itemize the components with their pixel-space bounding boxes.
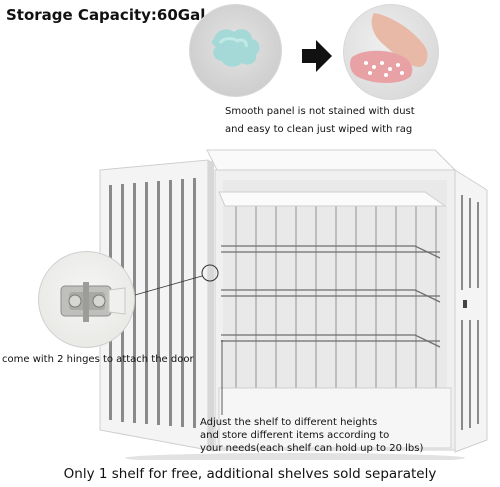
storage-cabinet-illustration bbox=[99, 149, 488, 460]
dust-stain-closeup bbox=[189, 4, 282, 97]
clean-caption-line2: and easy to clean just wiped with rag bbox=[225, 124, 413, 135]
hinge-closeup bbox=[38, 251, 135, 348]
dust-stain-illustration bbox=[211, 29, 260, 67]
right-arrow-icon bbox=[302, 40, 332, 72]
shelf-caption: Adjust the shelf to different heights an… bbox=[200, 416, 423, 455]
door-hinge-illustration bbox=[60, 282, 126, 322]
storage-capacity-title: Storage Capacity:60Gal bbox=[6, 6, 206, 24]
shelf-caption-line1: Adjust the shelf to different heights bbox=[200, 417, 378, 428]
shelf-caption-line3: your needs(each shelf can hold up to 20 … bbox=[200, 443, 424, 454]
shelf-availability-note: Only 1 shelf for free, additional shelve… bbox=[63, 466, 437, 482]
wiping-cloth-closeup bbox=[343, 4, 439, 100]
clean-caption-line1: Smooth panel is not stained with dust bbox=[225, 106, 415, 117]
shelf-caption-line2: and store different items according to bbox=[200, 430, 390, 441]
hand-wiping-illustration bbox=[350, 13, 428, 83]
hinge-caption: come with 2 hinges to attach the door bbox=[2, 354, 194, 365]
